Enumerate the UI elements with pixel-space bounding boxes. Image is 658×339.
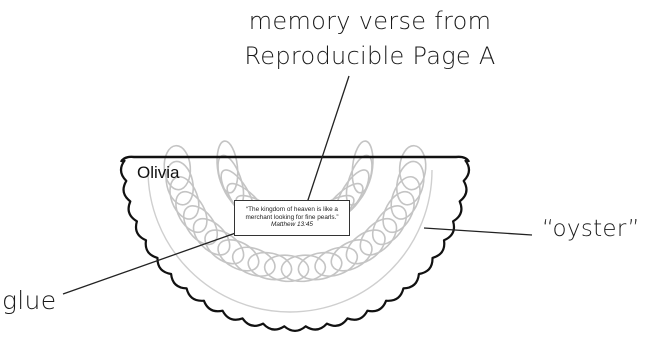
scribble-loop	[345, 229, 386, 265]
scribble-loop	[163, 144, 192, 191]
scribble-loop	[165, 160, 195, 206]
memory-verse-callout-line1: memory verse from	[248, 7, 492, 35]
paper-plate-half	[121, 160, 469, 331]
scribble-loop	[182, 205, 219, 246]
scribble-loop	[169, 175, 200, 220]
child-name-label: Olivia	[137, 163, 180, 182]
verse-text: “The kingdom of heaven is like a merchan…	[245, 206, 339, 221]
scribble-loop	[280, 254, 327, 283]
scribble-loop	[371, 205, 408, 246]
glue-callout: glue	[2, 286, 57, 315]
scribble-loop	[217, 238, 260, 272]
scribble-loop	[359, 217, 398, 256]
scribble-loop	[192, 217, 231, 256]
scribble-loop	[382, 190, 415, 234]
verse-reference: Matthew 13:45	[271, 221, 313, 229]
scribble-loop	[263, 254, 310, 283]
memory-verse-callout-line2: Reproducible Page A	[244, 42, 496, 70]
scribble-loop	[247, 251, 293, 281]
scribble-loop	[314, 246, 359, 277]
scribble-loop	[395, 160, 425, 206]
plate-inner-rim	[147, 169, 433, 313]
plate-top-edge	[119, 155, 471, 163]
scribble-loop	[351, 140, 374, 194]
scribble-loop	[390, 175, 421, 220]
memory-verse-leader-line	[305, 75, 350, 207]
scribble-loop	[297, 251, 343, 281]
scribble-loop	[175, 190, 208, 234]
scribble-loop	[231, 246, 276, 277]
oyster-leader-line	[423, 227, 533, 236]
oyster-callout: “oyster”	[542, 216, 640, 242]
plate-scalloped-edge	[119, 159, 471, 332]
scribble-loop	[330, 238, 373, 272]
scribble-loop	[204, 229, 245, 265]
scribble-loop	[398, 144, 427, 191]
memory-verse-callout: memory verse from Reproducible Page A	[220, 4, 520, 74]
glue-leader-line	[62, 228, 248, 295]
memory-verse-card: “The kingdom of heaven is like a merchan…	[234, 200, 350, 236]
